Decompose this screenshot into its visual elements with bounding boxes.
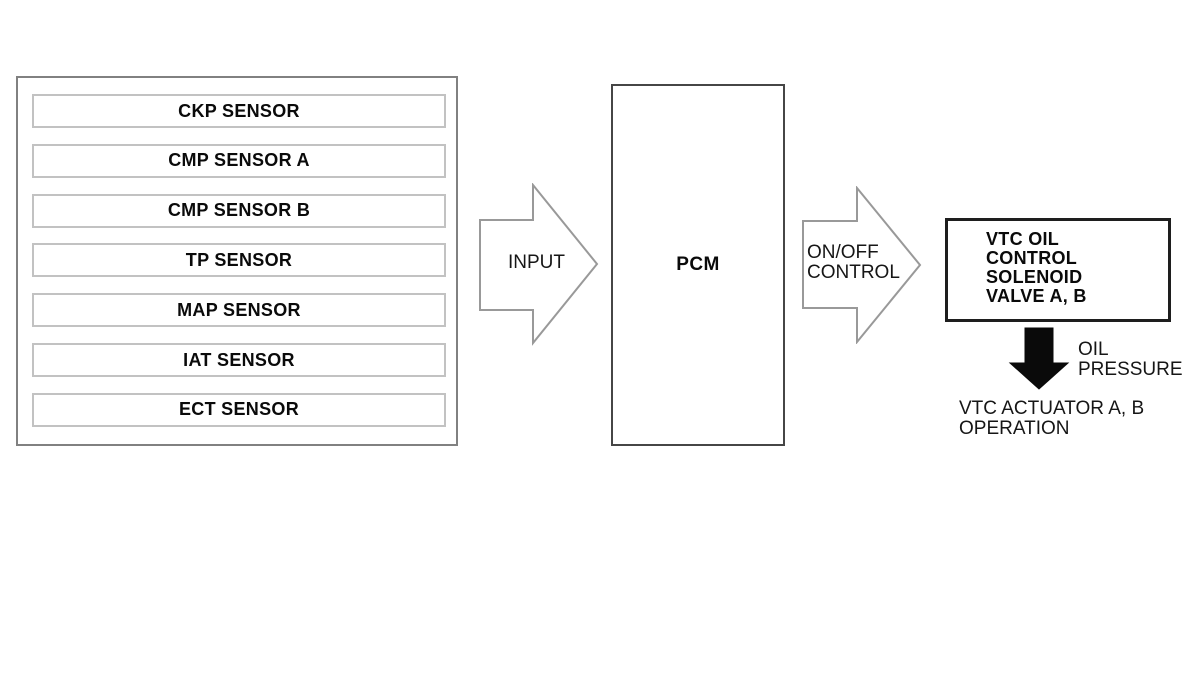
solenoid-line-3: SOLENOID — [986, 267, 1083, 287]
vtc-actuator-operation-label: VTC ACTUATOR A, B OPERATION — [959, 399, 1144, 439]
sensor-box-map: MAP SENSOR — [32, 293, 446, 328]
actuator-line-2: OPERATION — [959, 418, 1070, 439]
sensor-box-ckp: CKP SENSOR — [32, 94, 446, 128]
input-arrow-icon — [479, 183, 599, 346]
actuator-line-1: VTC ACTUATOR A, B — [959, 398, 1145, 419]
sensor-box-tp: TP SENSOR — [32, 243, 446, 278]
sensor-box-cmp-a: CMP SENSOR A — [32, 143, 446, 178]
vtc-solenoid-valve-box: VTC OIL CONTROL SOLENOID VALVE A, B — [945, 218, 1171, 322]
pcm-label: PCM — [676, 254, 720, 275]
sensor-box-iat: IAT SENSOR — [32, 343, 446, 378]
sensor-box-cmp-b: CMP SENSOR B — [32, 193, 446, 228]
control-line: CONTROL — [807, 262, 900, 283]
pcm-box: PCM — [611, 84, 785, 446]
input-arrow-label: INPUT — [508, 252, 565, 273]
oil-pressure-label: OIL PRESSURE — [1078, 340, 1183, 380]
on-off-control-arrow-label: ON/OFF CONTROL — [807, 243, 900, 283]
sensor-group-box: CKP SENSOR CMP SENSOR A CMP SENSOR B TP … — [16, 76, 458, 446]
sensor-box-ect: ECT SENSOR — [32, 392, 446, 427]
on-off-control-arrow-icon — [802, 186, 922, 344]
oil-line: OIL — [1078, 339, 1109, 360]
solenoid-line-1: VTC OIL — [986, 229, 1060, 249]
pressure-line: PRESSURE — [1078, 359, 1183, 380]
oil-pressure-down-arrow-icon — [1008, 327, 1070, 390]
solenoid-line-4: VALVE A, B — [986, 286, 1087, 306]
on-off-line: ON/OFF — [807, 242, 879, 263]
solenoid-line-2: CONTROL — [986, 248, 1078, 268]
sensor-list: CKP SENSOR CMP SENSOR A CMP SENSOR B TP … — [32, 94, 446, 427]
